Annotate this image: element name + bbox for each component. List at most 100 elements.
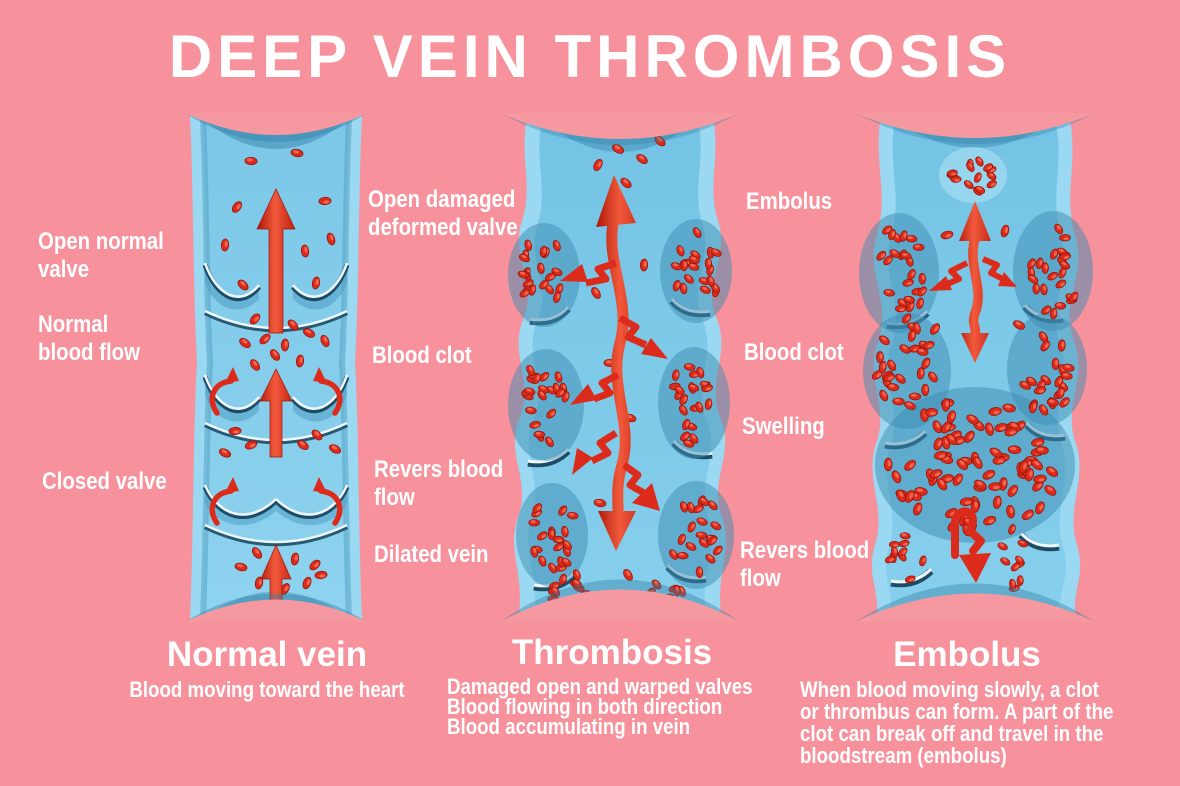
blood-cell-highlight — [706, 387, 712, 391]
blood-cell-highlight — [639, 155, 645, 160]
label-open-normal-valve: Open normal valve — [38, 228, 164, 284]
blood-cell-highlight — [1009, 430, 1016, 435]
blood-cell-highlight — [925, 360, 930, 366]
blood-cell-highlight — [536, 375, 540, 381]
blood-cell-highlight — [1048, 467, 1055, 473]
blood-cell-highlight — [594, 288, 599, 295]
blood-cell-highlight — [547, 285, 552, 290]
blood-cell-highlight — [1045, 308, 1051, 313]
blood-cell-highlight — [681, 406, 686, 412]
blood-cell-highlight — [530, 520, 536, 524]
blood-cell-highlight — [977, 157, 982, 163]
blood-cell-highlight — [876, 372, 882, 378]
blood-cell-highlight — [902, 252, 908, 256]
blood-cell-highlight — [553, 587, 558, 592]
blood-cell-highlight — [879, 353, 883, 359]
blood-cell-highlight — [1012, 580, 1015, 586]
blood-cell-highlight — [549, 275, 555, 279]
blood-cell-highlight — [535, 511, 541, 516]
blood-cell-highlight — [702, 381, 708, 386]
blood-cell-highlight — [597, 161, 602, 168]
blood-cell-highlight — [691, 256, 697, 260]
blood-cell-highlight — [902, 549, 907, 554]
blood-cell-highlight — [1056, 303, 1062, 307]
blood-cell-highlight — [543, 247, 547, 254]
blood-cell-highlight — [1036, 441, 1043, 445]
blood-cell-highlight — [527, 282, 533, 286]
blood-cell-highlight — [671, 550, 676, 556]
blood-cell-highlight — [712, 249, 719, 253]
blood-cell-highlight — [927, 344, 933, 348]
blood-cell-highlight — [1036, 483, 1042, 489]
blood-cell-highlight — [540, 264, 544, 270]
blood-cell-highlight — [701, 539, 707, 544]
blood-cell-highlight — [937, 440, 942, 447]
blood-cell-highlight — [236, 204, 241, 210]
label-open-damaged-valve: Open damaged deformed valve — [368, 186, 518, 242]
blood-cell-highlight — [605, 360, 612, 364]
blood-cell-highlight — [1063, 237, 1069, 241]
turbulent-flow-arrow — [596, 175, 636, 551]
blood-cell-highlight — [1002, 479, 1007, 487]
blood-cell-highlight — [888, 376, 894, 380]
blood-cell-highlight — [1038, 478, 1045, 482]
blood-cell-highlight — [1035, 284, 1039, 291]
blood-cell-highlight — [1030, 268, 1034, 274]
blood-cell-highlight — [934, 326, 939, 332]
blood-cell-highlight — [614, 145, 621, 150]
blood-cell-highlight — [299, 441, 306, 446]
blood-cell-highlight — [934, 472, 941, 477]
blood-cell-highlight — [909, 462, 915, 468]
blood-cell-highlight — [690, 263, 696, 267]
embolus-vein-illustration — [855, 113, 1095, 622]
blood-cell-highlight — [901, 533, 907, 537]
blood-cell-highlight — [917, 505, 922, 512]
blood-cell-highlight — [1058, 248, 1065, 253]
blood-cell-highlight — [894, 233, 899, 239]
blood-cell-highlight — [304, 246, 308, 253]
blood-cell-highlight — [910, 393, 917, 397]
blood-cell-highlight — [993, 485, 1000, 490]
blood-cell-highlight — [1056, 224, 1061, 230]
blood-cell-highlight — [687, 543, 693, 547]
blood-cell-highlight — [1011, 487, 1017, 494]
blood-cell-highlight — [1043, 376, 1048, 381]
blood-cell-highlight — [1015, 564, 1020, 569]
blood-cell-highlight — [562, 575, 566, 582]
blood-cell-highlight — [1011, 422, 1018, 428]
blood-cell-highlight — [710, 501, 715, 506]
blood-cell-highlight — [675, 371, 679, 377]
blood-cell-highlight — [1064, 364, 1071, 368]
blood-cell-highlight — [1039, 504, 1044, 511]
blood-cell-highlight — [1009, 507, 1014, 514]
blood-cell-highlight — [894, 472, 899, 479]
blood-cell-highlight — [1058, 378, 1063, 384]
label-blood-clot: Blood clot — [744, 339, 844, 366]
blood-cell-highlight — [264, 336, 270, 342]
blood-cell-highlight — [699, 368, 703, 374]
blood-cell-highlight — [559, 567, 566, 571]
blood-cell-highlight — [557, 545, 563, 550]
blood-cell-highlight — [254, 548, 260, 554]
blood-cell-highlight — [548, 387, 554, 391]
blood-cell-highlight — [708, 400, 712, 406]
blood-cell-highlight — [891, 231, 896, 237]
bidirectional-flow-arrow — [959, 201, 991, 363]
blood-cell-highlight — [551, 530, 555, 536]
blood-cell-highlight — [890, 361, 894, 367]
blood-cell-highlight — [969, 415, 975, 421]
blood-cell-highlight — [906, 402, 913, 406]
swirl-flow-arrows — [209, 367, 343, 526]
blood-cell-highlight — [889, 384, 895, 388]
panel-heading-embolus: Embolus — [893, 635, 1041, 674]
blood-cell-highlight — [892, 250, 897, 254]
blood-cell-highlight — [254, 316, 259, 322]
blood-cell-highlight — [676, 282, 680, 288]
blood-cell-highlight — [885, 290, 891, 294]
blood-cell-highlight — [1062, 269, 1066, 275]
blood-cell-highlight — [1043, 285, 1047, 291]
blood-cell-highlight — [921, 274, 925, 281]
blood-cell-highlight — [524, 291, 529, 296]
blood-cell-highlight — [945, 477, 952, 482]
